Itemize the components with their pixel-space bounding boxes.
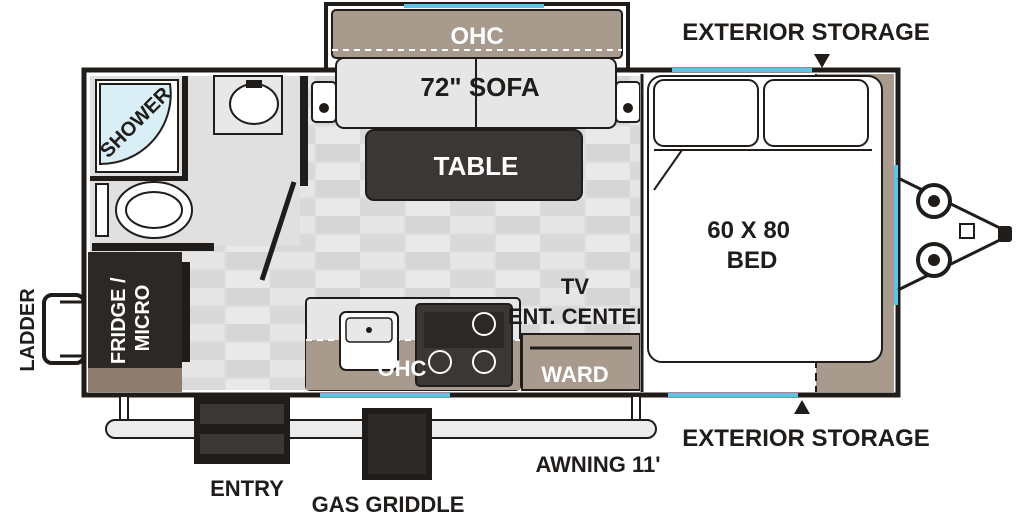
fridge-label: FRIDGE / MICRO (108, 272, 154, 364)
exterior-storage-bottom-marker (794, 400, 810, 414)
exterior-storage-bottom-label: EXTERIOR STORAGE (682, 425, 930, 452)
toilet (95, 181, 193, 239)
kitchen-sink (339, 311, 399, 371)
bed (647, 75, 883, 363)
bed-label: 60 X 80 BED (707, 217, 796, 274)
exterior-storage-top-marker (814, 54, 830, 68)
entry-steps (194, 396, 290, 464)
gas-griddle (362, 408, 432, 480)
entry-label: ENTRY (210, 476, 284, 501)
windows (320, 68, 898, 397)
ladder-label: LADDER (17, 288, 39, 372)
sofa-label: 72" SOFA (420, 72, 539, 102)
wardrobe (521, 333, 641, 391)
ohc-top-label: OHC (450, 23, 503, 50)
ward-label: WARD (541, 362, 608, 387)
fridge-micro (88, 252, 190, 392)
table-label: TABLE (434, 151, 519, 181)
ohc-galley-label: OHC (378, 356, 427, 381)
ohc-front-label: OHC (836, 205, 861, 254)
sink (213, 75, 283, 135)
ladder (42, 293, 86, 365)
hitch (897, 176, 1012, 292)
shower (95, 79, 179, 173)
sofa (311, 57, 641, 129)
tv-label: TV ENT. CENTER (508, 274, 652, 329)
table (365, 129, 583, 201)
awning-label: AWNING 11' (535, 452, 660, 477)
sofa-ohc (331, 9, 623, 59)
exterior-storage-top-label: EXTERIOR STORAGE (682, 19, 930, 46)
stove (415, 303, 513, 387)
gas-griddle-label: GAS GRIDDLE (312, 492, 465, 517)
